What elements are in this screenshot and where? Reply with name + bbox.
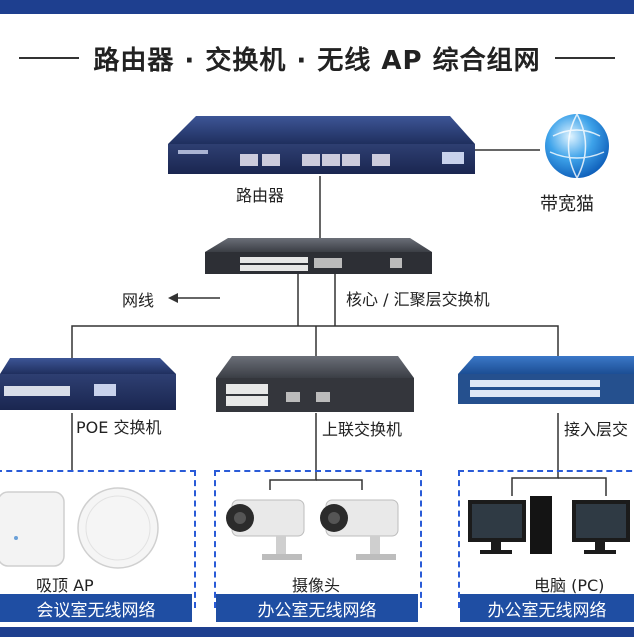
- switch-icon: [205, 238, 432, 274]
- network-cable-label: 网线: [122, 291, 155, 310]
- globe-icon: [545, 113, 609, 179]
- arrow-icon: [168, 293, 220, 303]
- ap-icon: [77, 487, 159, 569]
- zone-middle: [214, 470, 422, 608]
- caption-right: 办公室无线网络: [460, 594, 634, 622]
- computer-label: 电脑 (PC): [534, 576, 605, 595]
- uplink-switch-label: 上联交换机: [322, 420, 403, 439]
- camera-icon: [320, 499, 399, 560]
- camera-icon: [226, 499, 305, 560]
- title-row: 路由器 · 交换机 · 无线 AP 综合组网: [0, 38, 634, 78]
- modem-label: 带宽猫: [540, 194, 594, 215]
- ap-icon: [0, 491, 65, 567]
- connection-lines: [71, 149, 607, 496]
- switch-icon: [216, 356, 414, 412]
- zone-left: [0, 470, 196, 608]
- camera-label: 摄像头: [292, 576, 341, 595]
- zone-right: [458, 470, 634, 608]
- bottom-frame-bar: [0, 627, 634, 637]
- ceiling-ap-label: 吸顶 AP: [36, 576, 94, 595]
- title-left-rule: [19, 57, 80, 59]
- poe-switch-label: POE 交换机: [76, 418, 162, 437]
- access-switch-label: 接入层交: [564, 420, 629, 439]
- router-label: 路由器: [236, 186, 285, 205]
- router-icon: [168, 116, 475, 174]
- caption-left: 会议室无线网络: [0, 594, 192, 622]
- switch-icon: [458, 356, 634, 404]
- title-right-rule: [554, 57, 615, 59]
- switch-icon: [0, 358, 176, 410]
- top-frame-bar: [0, 0, 634, 14]
- pc-icon: [468, 496, 552, 554]
- page-title: 路由器 · 交换机 · 无线 AP 综合组网: [93, 45, 541, 76]
- core-switch-label: 核心 / 汇聚层交换机: [346, 290, 490, 309]
- caption-middle: 办公室无线网络: [216, 594, 418, 622]
- pc-icon: [572, 500, 630, 554]
